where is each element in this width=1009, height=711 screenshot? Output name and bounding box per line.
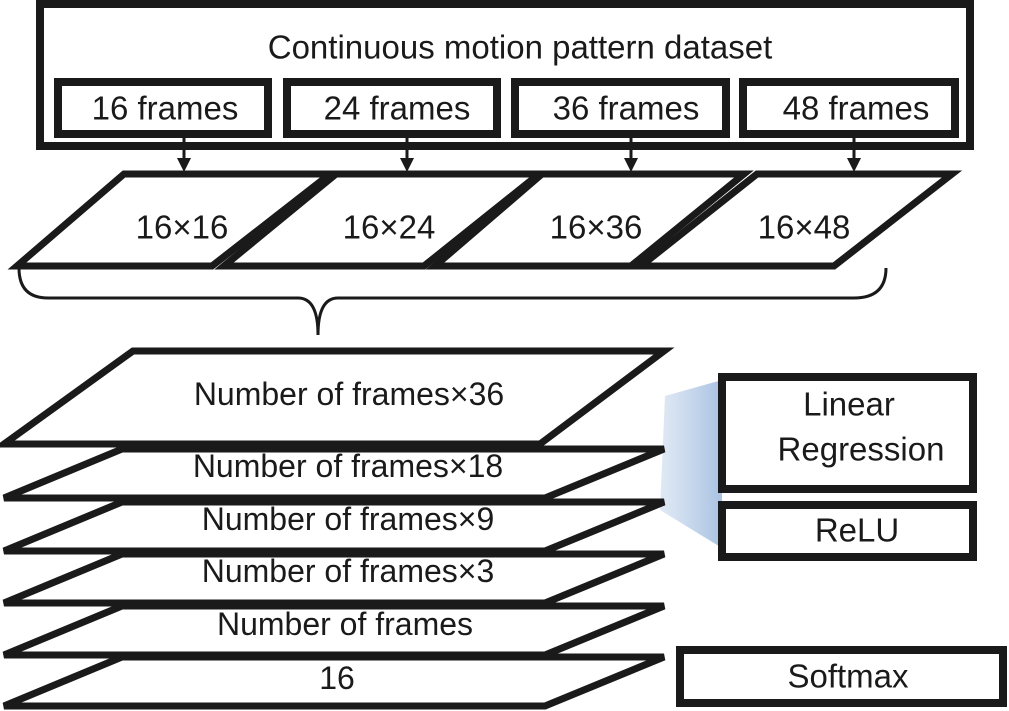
layer-frames-x18: Number of frames×18	[2, 445, 666, 502]
arrow-36	[624, 134, 638, 172]
layer-label: Number of frames×3	[202, 553, 495, 589]
highlight-connector	[660, 380, 722, 548]
dataset-title: Continuous motion pattern dataset	[268, 29, 773, 66]
linear-regression-label-line1: Linear	[803, 386, 895, 423]
input-label: 16×36	[550, 209, 643, 246]
input-label: 16×48	[758, 209, 851, 246]
softmax-label: Softmax	[787, 658, 909, 695]
layer-16: 16	[2, 653, 666, 710]
frame-group-48: 48 frames	[739, 78, 959, 138]
frame-group-label: 36 frames	[553, 90, 700, 127]
layer-frames-x3: Number of frames×3	[2, 550, 666, 607]
relu-box: ReLU	[718, 501, 977, 561]
frame-group-label: 24 frames	[324, 90, 471, 127]
layer-frames-x9: Number of frames×9	[2, 498, 666, 555]
arrow-24	[400, 134, 414, 172]
linear-regression-box: Linear Regression	[718, 373, 977, 493]
input-label: 16×16	[136, 209, 229, 246]
frame-group-label: 16 frames	[92, 90, 239, 127]
input-16x48: 16×48	[630, 170, 963, 270]
input-16x24: 16×24	[214, 170, 549, 270]
linear-regression-label-line2: Regression	[778, 431, 945, 468]
layer-label: Number of frames×36	[194, 376, 504, 412]
layer-frames: Number of frames	[2, 602, 666, 659]
layer-label: Number of frames	[217, 606, 473, 642]
input-16x16: 16×16	[7, 170, 341, 270]
layer-frames-x36: Number of frames×36	[0, 347, 675, 448]
frame-group-36: 36 frames	[511, 78, 730, 138]
frame-group-16: 16 frames	[54, 78, 272, 138]
merge-brace	[17, 267, 888, 336]
softmax-box: Softmax	[676, 646, 1007, 707]
arrow-16	[177, 134, 191, 172]
arrow-48	[847, 134, 861, 172]
input-16x36: 16×36	[425, 170, 754, 270]
layer-label: Number of frames×18	[193, 448, 503, 484]
layer-label: Number of frames×9	[202, 501, 495, 537]
frame-group-label: 48 frames	[783, 90, 930, 127]
layer-label: 16	[319, 660, 355, 696]
relu-label: ReLU	[815, 512, 899, 549]
input-label: 16×24	[343, 209, 436, 246]
frame-group-24: 24 frames	[283, 78, 501, 138]
